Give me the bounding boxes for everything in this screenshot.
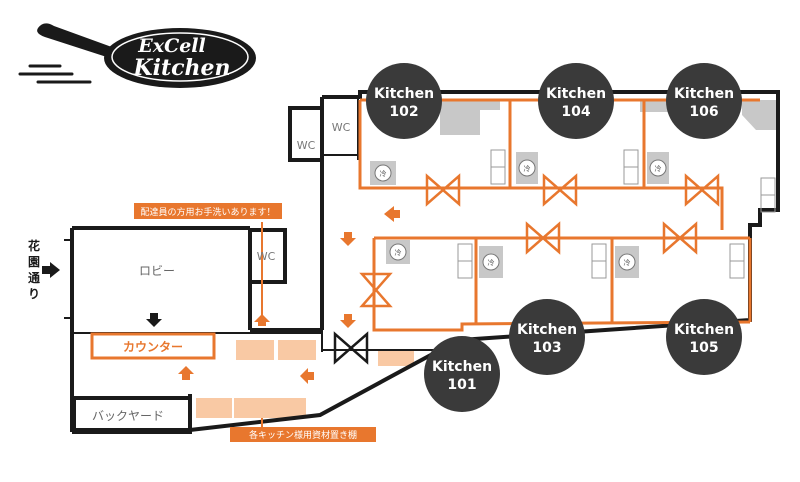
door-icon [684, 173, 720, 207]
door-icon [542, 173, 578, 207]
handwash-note: 配達員の方用お手洗いあります！ [134, 203, 282, 219]
svg-text:102: 102 [389, 104, 418, 120]
arrow-right-icon [42, 262, 60, 278]
counter-label: カウンター [123, 340, 183, 354]
street-label: 花 園 通 り [28, 238, 40, 301]
svg-text:冷: 冷 [488, 258, 495, 267]
backyard-label: バックヤード [92, 409, 164, 423]
pan-icon [104, 28, 256, 88]
wc-top-label: WC [332, 121, 351, 134]
arrow-down-icon [340, 314, 356, 328]
logo-line1: ExCell [137, 35, 205, 57]
svg-text:106: 106 [689, 104, 718, 120]
fridge-icon: 冷 [615, 246, 639, 278]
fridge-icon: 冷 [516, 152, 538, 184]
door-icon [525, 221, 561, 255]
kitchen-badge-101: Kitchen 101 [424, 336, 500, 412]
inner-walls [72, 97, 440, 352]
fridge-icon: 冷 [647, 152, 669, 184]
kitchen-badge-105: Kitchen 105 [666, 299, 742, 375]
arrow-down-icon [340, 232, 356, 246]
kitchen-badge-102: Kitchen 102 [366, 63, 442, 139]
handwash-note-text: 配達員の方用お手洗いあります！ [140, 206, 275, 218]
svg-text:101: 101 [447, 377, 476, 393]
door-icon [359, 272, 393, 308]
svg-text:冷: 冷 [655, 164, 662, 173]
fridges: 冷 冷 冷 冷 冷 冷 [370, 152, 669, 278]
svg-text:103: 103 [532, 340, 561, 356]
svg-text:Kitchen: Kitchen [674, 322, 734, 338]
wc-left-label: WC [297, 139, 316, 152]
svg-text:Kitchen: Kitchen [374, 86, 434, 102]
svg-text:通: 通 [28, 270, 40, 285]
kitchen-badge-103: Kitchen 103 [509, 299, 585, 375]
logo-line2: Kitchen [132, 55, 230, 81]
svg-text:Kitchen: Kitchen [432, 359, 492, 375]
black-arrows [42, 262, 162, 327]
door-icons [359, 173, 720, 308]
shelf-note: 各キッチン様用資材置き棚 [230, 427, 376, 442]
kitchen-badge-106: Kitchen 106 [666, 63, 742, 139]
entrance-door-icon [333, 331, 369, 365]
fridge-icon: 冷 [479, 246, 503, 278]
shelf-note-text: 各キッチン様用資材置き棚 [249, 429, 357, 441]
arrow-left-icon [384, 206, 400, 222]
svg-text:園: 園 [28, 255, 40, 269]
kitchen-badges: Kitchen 102 Kitchen 104 Kitchen 106 Kitc… [366, 63, 742, 412]
pan-handle-icon [37, 23, 120, 60]
kitchen-badge-104: Kitchen 104 [538, 63, 614, 139]
fridge-icon: 冷 [370, 161, 396, 185]
arrow-down-icon [146, 313, 162, 327]
arrow-left-icon [300, 368, 314, 384]
svg-text:冷: 冷 [524, 164, 531, 173]
svg-text:105: 105 [689, 340, 718, 356]
svg-text:花: 花 [28, 238, 40, 253]
svg-text:Kitchen: Kitchen [674, 86, 734, 102]
sink-icons [457, 149, 776, 279]
speed-lines-icon [18, 64, 92, 84]
wc-lobby-label: WC [257, 250, 276, 263]
logo: ExCell Kitchen [18, 23, 256, 88]
shelf-blocks [196, 340, 414, 418]
svg-text:冷: 冷 [624, 258, 631, 267]
lobby-label: ロビー [139, 264, 175, 278]
svg-text:冷: 冷 [380, 169, 387, 178]
door-icon [662, 221, 698, 255]
outer-walls [70, 90, 780, 434]
svg-text:冷: 冷 [395, 248, 402, 257]
counter: カウンター [90, 332, 216, 360]
door-icon [425, 173, 461, 207]
svg-text:Kitchen: Kitchen [546, 86, 606, 102]
fridge-icon: 冷 [386, 240, 410, 264]
svg-text:り: り [28, 287, 40, 301]
svg-text:Kitchen: Kitchen [517, 322, 577, 338]
street-ticks [64, 239, 72, 319]
svg-text:104: 104 [561, 104, 590, 120]
arrow-up-icon [178, 366, 194, 380]
